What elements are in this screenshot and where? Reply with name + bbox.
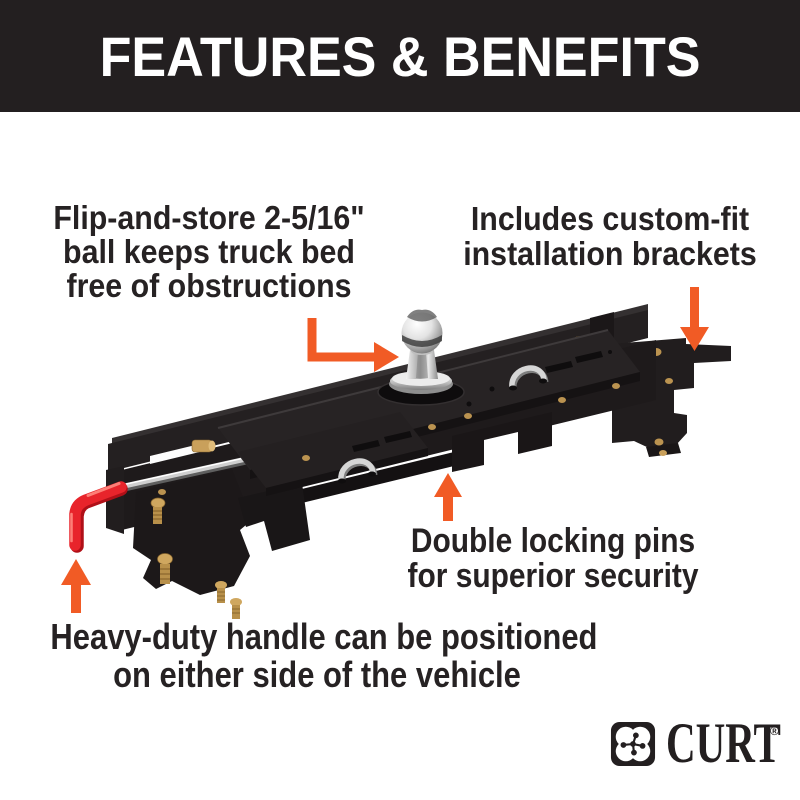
header-bar: FEATURES & BENEFITS bbox=[0, 0, 800, 112]
arrow-to-ball bbox=[307, 318, 399, 372]
hitch-ball bbox=[377, 309, 465, 406]
annotation-line: free of obstructions bbox=[66, 267, 352, 304]
annotation-line: Includes custom-fit bbox=[470, 200, 750, 237]
hardware-bolts bbox=[150, 383, 620, 619]
chain-loops bbox=[338, 365, 549, 484]
page-title: FEATURES & BENEFITS bbox=[99, 24, 701, 88]
annotation-flip-ball: Flip-and-store 2-5/16" ball keeps truck … bbox=[25, 201, 393, 303]
annotation-handle: Heavy-duty handle can be positioned on e… bbox=[50, 616, 598, 695]
annotation-line: Double locking pins bbox=[410, 522, 696, 560]
annotation-locking-pins: Double locking pins for superior securit… bbox=[377, 524, 729, 594]
annotation-line: for superior security bbox=[407, 557, 699, 595]
curt-flower-icon bbox=[610, 721, 656, 767]
annotation-brackets: Includes custom-fit installation bracket… bbox=[426, 201, 794, 271]
curt-logo: CURT ® bbox=[610, 715, 790, 780]
annotation-line: ball keeps truck bed bbox=[63, 233, 355, 270]
red-handle bbox=[69, 481, 128, 553]
curt-wordmark: CURT bbox=[666, 712, 781, 775]
annotation-line: installation brackets bbox=[463, 235, 757, 272]
arrow-to-locking-pins bbox=[434, 473, 462, 521]
annotation-line: Flip-and-store 2-5/16" bbox=[53, 199, 365, 236]
annotation-line: on either side of the vehicle bbox=[113, 654, 521, 695]
annotation-line: Heavy-duty handle can be positioned bbox=[50, 616, 598, 657]
arrow-to-handle bbox=[61, 559, 91, 613]
trademark-symbol: ® bbox=[770, 724, 779, 738]
arrow-to-bracket bbox=[680, 287, 709, 351]
center-hanging-bracket bbox=[452, 412, 552, 472]
